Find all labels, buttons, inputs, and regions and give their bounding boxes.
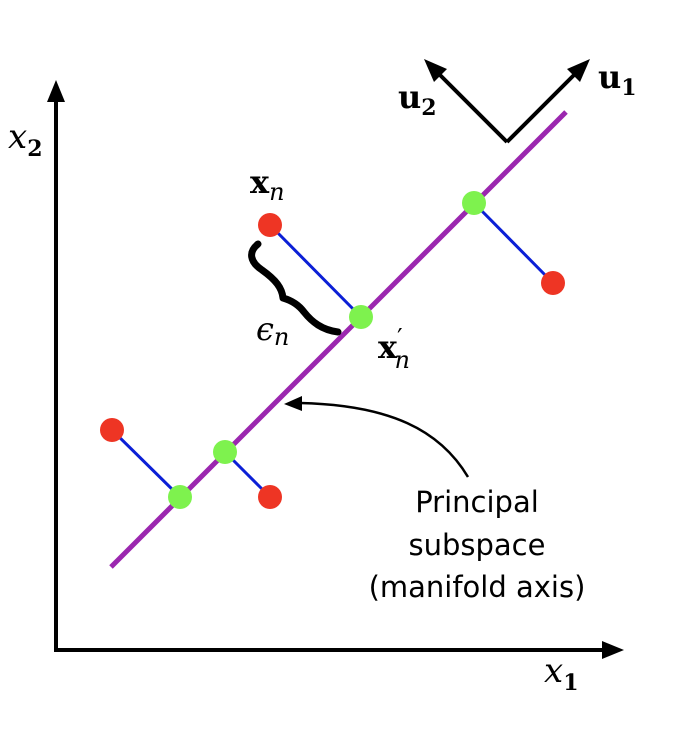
epsilon-label: ϵn [256, 310, 289, 351]
annotation-arrowhead [284, 396, 302, 411]
data-point [258, 213, 282, 237]
projection-segment [110, 428, 182, 499]
data-point [100, 418, 124, 442]
u2-arrowhead [424, 59, 447, 82]
projected-point [168, 485, 192, 509]
data-point [258, 485, 282, 509]
annotation-arrow-curve [299, 401, 470, 478]
data-point [541, 271, 565, 295]
x1-axis-label: x1 [544, 651, 579, 696]
u1-vector [505, 71, 578, 144]
projected-point [349, 305, 373, 329]
caption-line-3: (manifold axis) [369, 570, 586, 604]
error-brace [248, 240, 342, 336]
projection-segment [268, 223, 363, 319]
caption-line-2: subspace [409, 528, 546, 562]
u2-label: u2 [398, 78, 437, 121]
projection-segment [472, 201, 555, 285]
x2-axis-label: x2 [8, 117, 43, 162]
u1-label: u1 [598, 58, 637, 101]
x1-axis-arrowhead [602, 641, 624, 659]
projected-point [462, 191, 486, 215]
x2-axis-arrowhead [47, 80, 65, 102]
projected-point [213, 440, 237, 464]
caption-line-1: Principal [415, 485, 539, 519]
xn-prime-label: x′n [378, 324, 410, 374]
xn-label: xn [250, 163, 285, 206]
u1-arrowhead [567, 59, 590, 82]
u2-vector [436, 71, 509, 144]
